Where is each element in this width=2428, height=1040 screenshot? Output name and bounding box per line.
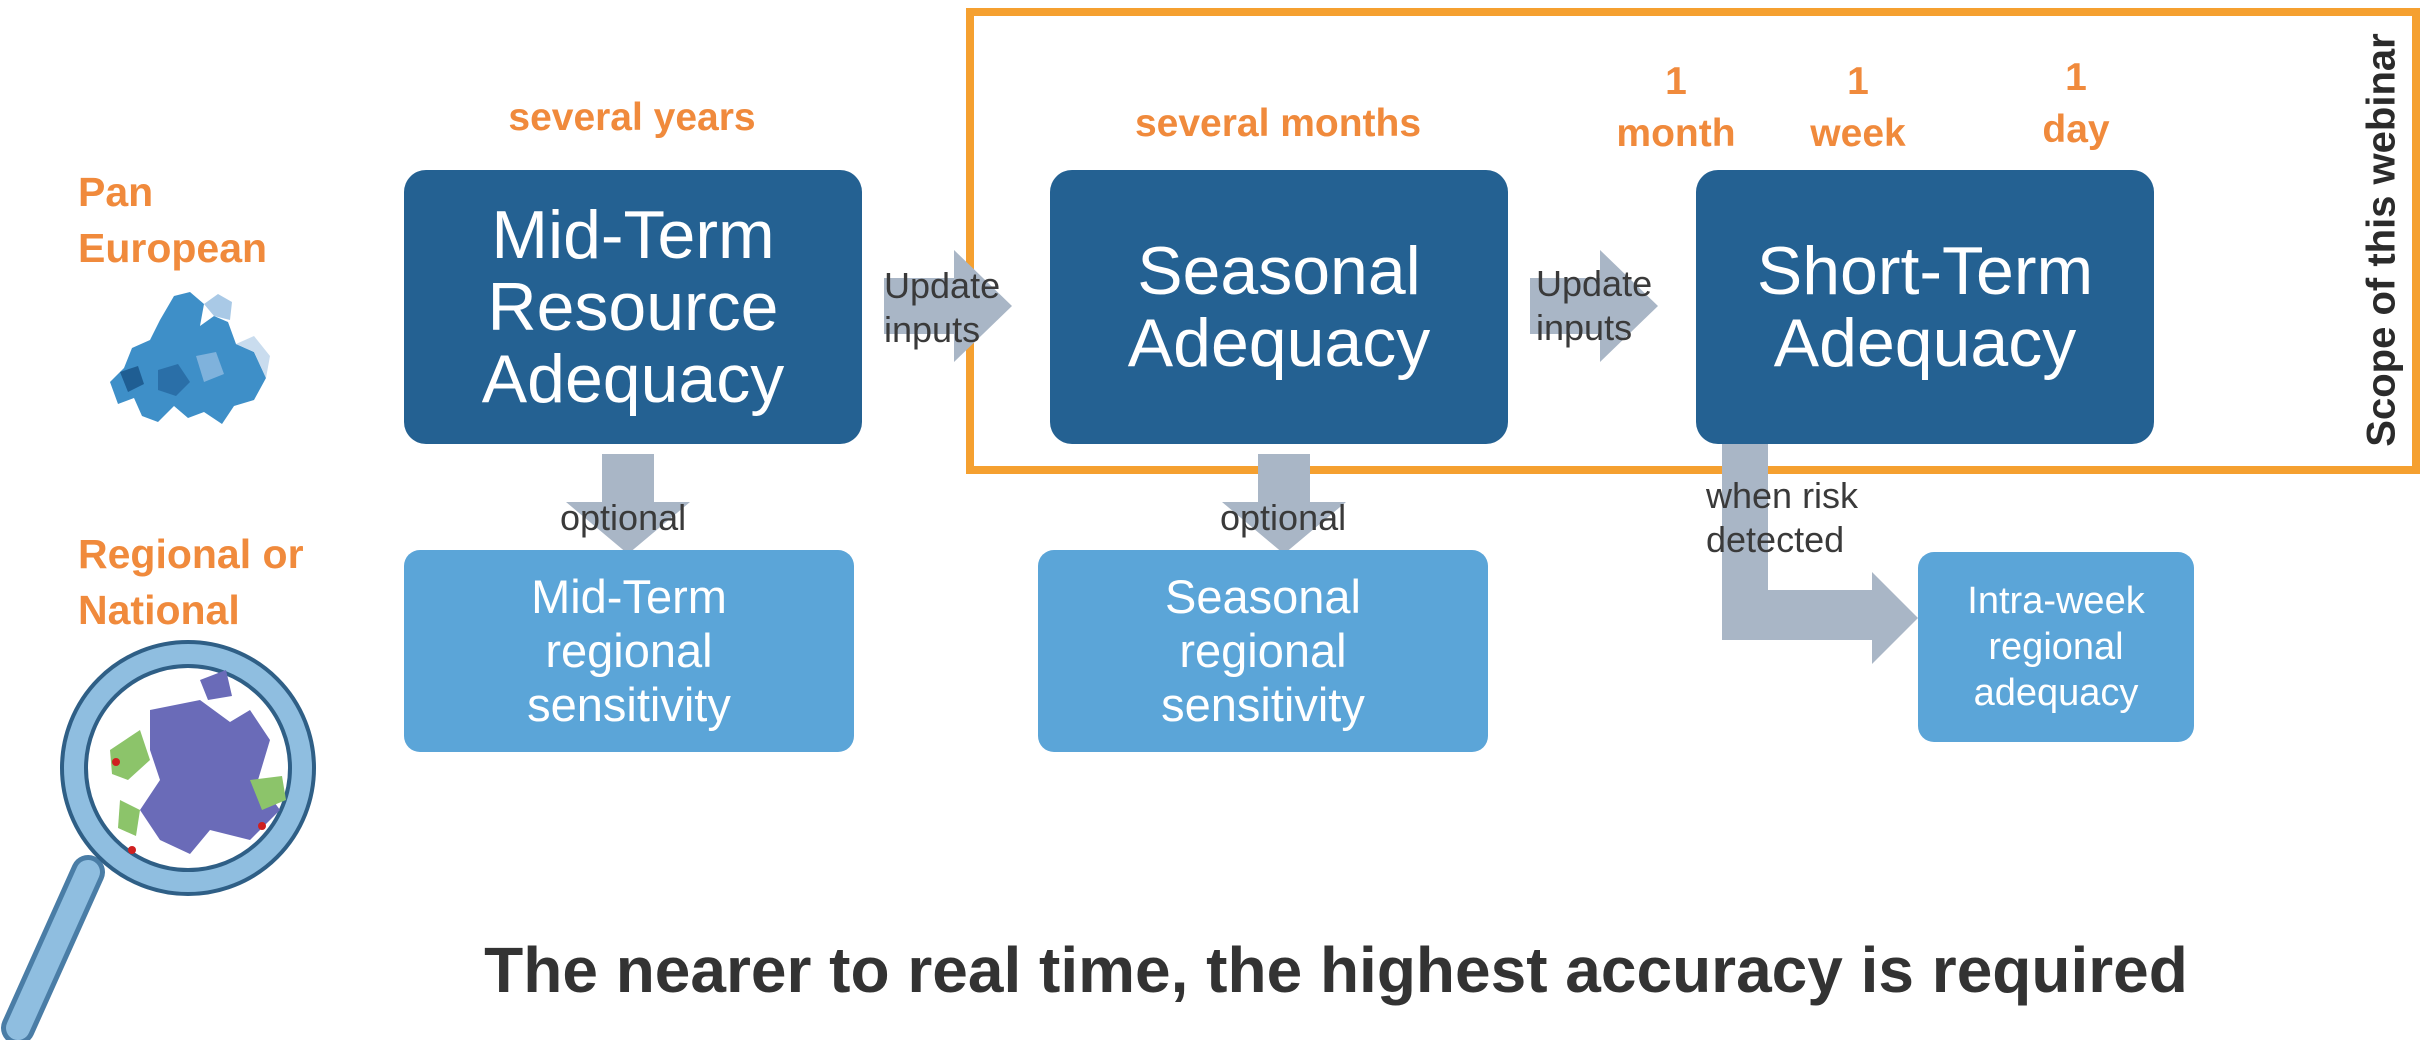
- label-optional-2: optional: [1220, 497, 1347, 538]
- horizon-mid-term: several years: [508, 96, 756, 139]
- row-label-pan-european: Pan European: [78, 169, 268, 271]
- magnifier-map-icon: [1, 640, 316, 1040]
- arrow-optional-1: [566, 454, 690, 554]
- label-optional-1: optional: [560, 497, 687, 538]
- label-update-inputs-2: Update inputs: [1536, 263, 1653, 348]
- label-update-inputs-1: Update inputs: [884, 265, 1001, 350]
- horizon-month: 1 month: [1616, 60, 1736, 155]
- row-label-regional-national: Regional or National: [78, 531, 304, 633]
- arrow-optional-2: [1222, 454, 1346, 554]
- horizon-week: 1 week: [1810, 60, 1906, 155]
- label-when-risk-detected: when risk detected: [1706, 475, 1859, 560]
- box-seasonal-adequacy: Seasonal Adequacy: [1050, 170, 1508, 444]
- box-intra-week-regional-adequacy: Intra-week regional adequacy: [1918, 552, 2194, 742]
- box-mid-term-regional-sensitivity: Mid-Term regional sensitivity: [404, 550, 854, 752]
- box-mid-term-resource-adequacy: Mid-Term Resource Adequacy: [404, 170, 862, 444]
- scope-label: Scope of this webinar: [2359, 33, 2404, 447]
- arrow-update-2: [1530, 250, 1658, 362]
- horizon-day: 1 day: [2042, 56, 2110, 151]
- box-short-term-adequacy: Short-Term Adequacy: [1696, 170, 2154, 444]
- footer-statement: The nearer to real time, the highest acc…: [484, 934, 2188, 1006]
- europe-map-icon: [110, 292, 270, 424]
- box-seasonal-regional-sensitivity: Seasonal regional sensitivity: [1038, 550, 1488, 752]
- arrow-update-1: [884, 250, 1012, 362]
- scope-frame: [966, 8, 2420, 474]
- arrow-when-risk: [1722, 444, 1918, 664]
- horizon-seasonal: several months: [1134, 102, 1422, 145]
